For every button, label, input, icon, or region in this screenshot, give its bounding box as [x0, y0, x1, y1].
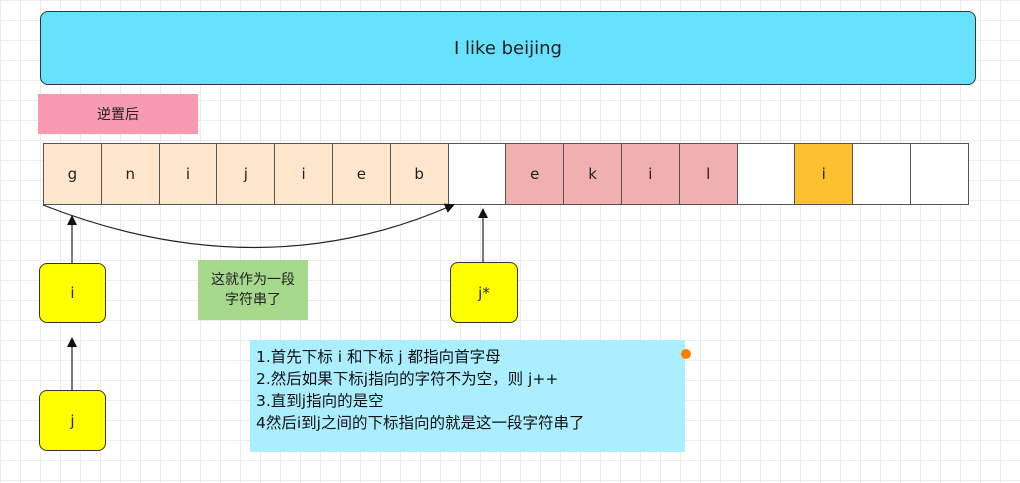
array-cell — [736, 143, 796, 205]
step-3: 3.直到j指向的是空 — [256, 392, 384, 410]
steps-box: 1.首先下标 i 和下标 j 都指向首字母 2.然后如果下标j指向的字符不为空，… — [250, 340, 685, 452]
array-cell — [852, 143, 911, 205]
pointer-jstar-box: j* — [450, 262, 518, 323]
segment-note-line1: 这就作为一段 — [211, 272, 295, 288]
segment-note-line2: 字符串了 — [225, 292, 281, 308]
array-cell: e — [331, 143, 391, 205]
array-cell: n — [100, 143, 160, 205]
array-cell: i — [620, 143, 680, 205]
array-cell: i — [794, 143, 854, 205]
segment-note: 这就作为一段 字符串了 — [198, 260, 308, 320]
curve-arrow — [42, 203, 455, 249]
array-cell: k — [563, 143, 622, 205]
array-cell: b — [389, 143, 449, 205]
array-cell — [909, 143, 969, 205]
array-cell: i — [274, 143, 333, 205]
step-1: 1.首先下标 i 和下标 j 都指向首字母 — [256, 348, 501, 366]
step-2: 2.然后如果下标j指向的字符不为空，则 j++ — [256, 370, 559, 388]
array-cell: e — [505, 143, 565, 205]
resize-handle-dot[interactable] — [681, 349, 691, 359]
title-box: I like beijing — [40, 11, 976, 85]
array-cell: i — [158, 143, 218, 205]
pointer-j-box: j — [39, 390, 106, 451]
pointer-i-box: i — [39, 263, 106, 323]
step-4: 4然后i到j之间的下标指向的就是这一段字符串了 — [256, 414, 585, 432]
reversed-label: 逆置后 — [38, 94, 198, 134]
array-cell: g — [43, 143, 102, 205]
array-cell: j — [216, 143, 276, 205]
array-cell: l — [678, 143, 738, 205]
